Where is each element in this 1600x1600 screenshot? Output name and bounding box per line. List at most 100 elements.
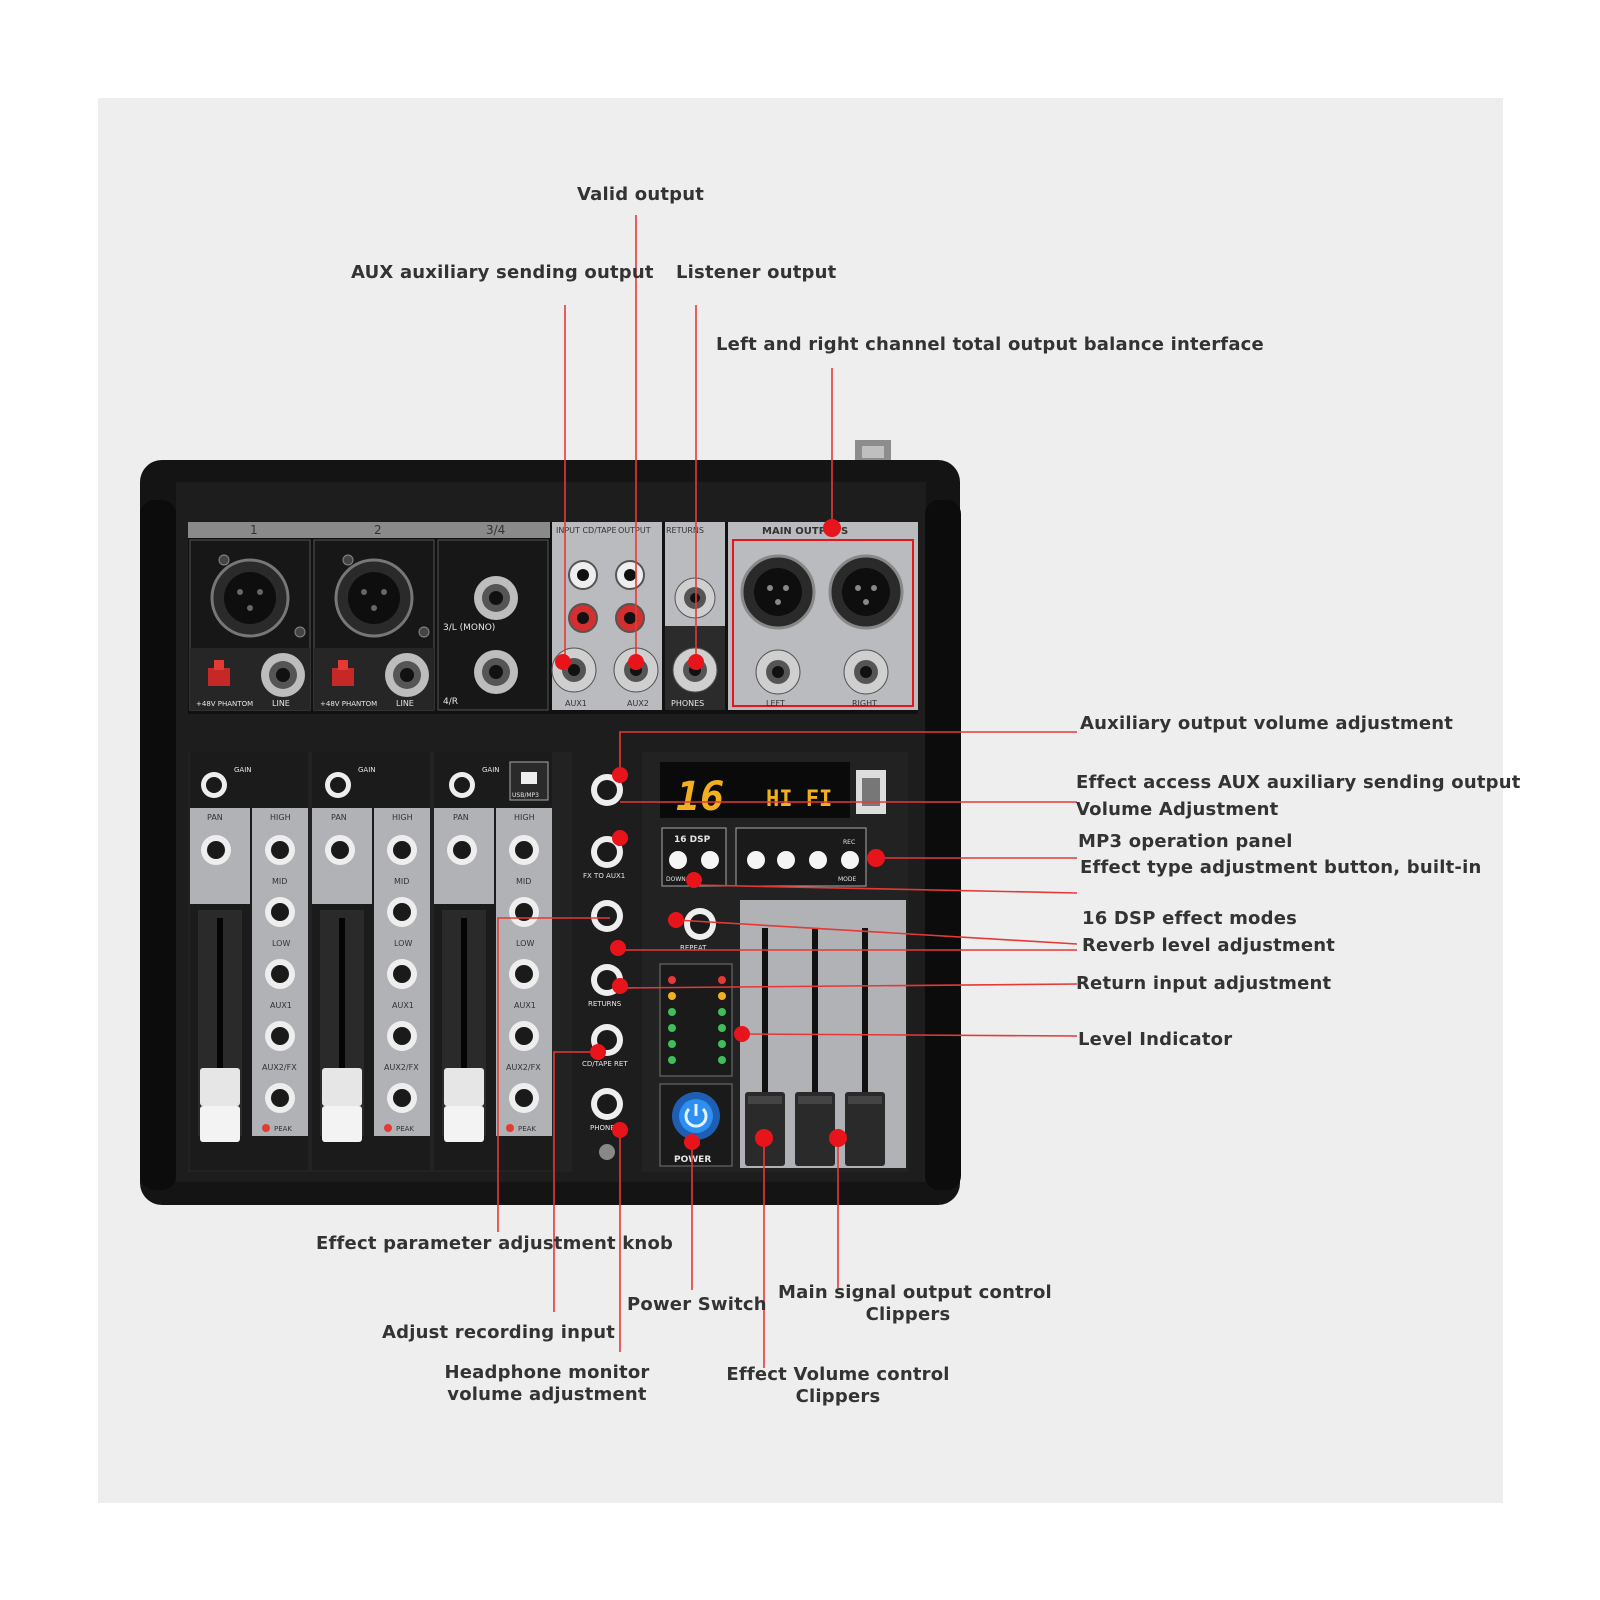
returns-phones-section: RETURNS PHONES [665, 522, 725, 710]
low-label-2: LOW [394, 939, 412, 948]
callout-aux-volume: Auxiliary output volume adjustment [1080, 713, 1454, 734]
mp3-prev-button[interactable] [747, 851, 765, 869]
repeat-label: REPEAT [680, 944, 707, 952]
aux2fx-label-1: AUX2/FX [262, 1063, 297, 1072]
callout-effect-volume-1: Effect Volume control [726, 1364, 950, 1385]
pan-label-2: PAN [331, 813, 347, 822]
callout-return-input: Return input adjustment [1076, 973, 1332, 994]
channel-34-number: 3/4 [486, 523, 505, 537]
gain-knob-3[interactable] [449, 772, 475, 798]
channel-fader-3[interactable] [442, 910, 486, 1142]
channel-1-input: LINE +48V PHANTOM [189, 539, 311, 711]
marker-effect-fader [755, 1129, 773, 1147]
returns-knob-label: RETURNS [588, 1000, 622, 1008]
marker-effect-access [612, 830, 628, 846]
marker-reverb [610, 940, 626, 956]
returns-label: RETURNS [666, 526, 704, 535]
aux2fx-knob-3[interactable] [509, 1083, 539, 1113]
callout-mp3-panel: MP3 operation panel [1078, 831, 1293, 852]
callout-valid-output: Valid output [577, 184, 705, 205]
dsp-panel-sub: DOWN UP [666, 876, 696, 883]
marker-aux-volume [612, 767, 628, 783]
display-mode: HI FI [766, 787, 832, 812]
channel-fader-2[interactable] [320, 910, 364, 1142]
aux1-knob-3[interactable] [509, 1021, 539, 1051]
callout-power-switch: Power Switch [627, 1294, 767, 1315]
aux2fx-knob-1[interactable] [265, 1083, 295, 1113]
level-meter [659, 963, 733, 1077]
power-button[interactable]: POWER [659, 1083, 733, 1167]
marker-aux2-jack [628, 654, 644, 670]
dsp-display: 16 HI FI [660, 762, 886, 820]
marker-level [734, 1026, 750, 1042]
high-knob-1[interactable] [265, 835, 295, 865]
eq-knobs-strip-3: HIGH MID LOW AUX1 AUX2/FX PEAK [506, 813, 541, 1133]
low-knob-3[interactable] [509, 959, 539, 989]
aux2fx-label-3: AUX2/FX [506, 1063, 541, 1072]
gain-label-1: GAIN [234, 766, 252, 774]
pan-label-3: PAN [453, 813, 469, 822]
marker-phones-jack [688, 654, 704, 670]
eq-knobs-strip-1: HIGH MID LOW AUX1 AUX2/FX PEAK [262, 813, 297, 1133]
dsp-down-button[interactable] [669, 851, 687, 869]
eq-knobs-strip-2: HIGH MID LOW AUX1 AUX2/FX PEAK [384, 813, 419, 1133]
aux1-master-knob[interactable] [591, 774, 623, 806]
high-knob-2[interactable] [387, 835, 417, 865]
mid-knob-1[interactable] [265, 897, 295, 927]
aux2-jack-label: AUX2 [627, 699, 649, 708]
mp3-mode-label: MODE [838, 876, 857, 883]
marker-headphone [612, 1122, 628, 1138]
mid-knob-2[interactable] [387, 897, 417, 927]
mp3-play-button[interactable] [809, 851, 827, 869]
main-outputs-label: MAIN OUTPUTS [762, 526, 848, 537]
aux1-jack-label: AUX1 [565, 699, 587, 708]
marker-mp3-panel [867, 849, 885, 867]
channel-1-line-label: LINE [272, 699, 290, 708]
high-label-3: HIGH [514, 813, 535, 822]
channel-2-line-label: LINE [396, 699, 414, 708]
callout-dsp-modes: 16 DSP effect modes [1082, 908, 1298, 929]
low-knob-1[interactable] [265, 959, 295, 989]
mp3-next-button[interactable] [777, 851, 795, 869]
leader-lines [497, 215, 1078, 1368]
mid-label-2: MID [394, 877, 409, 886]
pan-label-1: PAN [207, 813, 223, 822]
low-knob-2[interactable] [387, 959, 417, 989]
pan-knob-3[interactable] [447, 835, 477, 865]
high-knob-3[interactable] [509, 835, 539, 865]
cd-tape-ret-label: CD/TAPE RET [582, 1060, 628, 1068]
gain-label-3: GAIN [482, 766, 500, 774]
repeat-knob[interactable] [684, 908, 716, 940]
main-right-fader[interactable] [845, 928, 885, 1166]
pan-knob-1[interactable] [201, 835, 231, 865]
channel-fader-1[interactable] [198, 910, 242, 1142]
gain-knob-2[interactable] [325, 772, 351, 798]
mp3-mode-button[interactable] [841, 851, 859, 869]
callout-markers [555, 519, 885, 1150]
pan-knob-2[interactable] [325, 835, 355, 865]
effect-param-knob[interactable] [591, 900, 623, 932]
callout-lr-balance: Left and right channel total output bala… [716, 334, 1264, 355]
callout-main-signal-1: Main signal output control [778, 1282, 1052, 1303]
aux1-knob-2[interactable] [387, 1021, 417, 1051]
main-left-fader[interactable] [795, 928, 835, 1166]
dsp-panel-title: 16 DSP [674, 835, 711, 845]
cd-tape-label: INPUT CD/TAPE [556, 526, 617, 535]
effect-volume-fader[interactable] [745, 928, 785, 1166]
marker-recording [590, 1044, 606, 1060]
aux2fx-knob-2[interactable] [387, 1083, 417, 1113]
channel-2-number: 2 [374, 523, 382, 537]
gain-knob-1[interactable] [201, 772, 227, 798]
peak-label-2: PEAK [396, 1125, 414, 1133]
marker-return-input [612, 978, 628, 994]
mid-knob-3[interactable] [509, 897, 539, 927]
phones-knob[interactable] [591, 1088, 623, 1120]
high-label-2: HIGH [392, 813, 413, 822]
dsp-up-button[interactable] [701, 851, 719, 869]
callout-aux-sending-output: AUX auxiliary sending output [351, 262, 654, 283]
channel-1-phantom-label: +48V PHANTOM [196, 700, 253, 708]
aux1-label-1: AUX1 [270, 1001, 292, 1010]
aux1-knob-1[interactable] [265, 1021, 295, 1051]
callout-effect-volume-2: Clippers [795, 1386, 881, 1407]
phones-jack-label: PHONES [671, 699, 704, 708]
